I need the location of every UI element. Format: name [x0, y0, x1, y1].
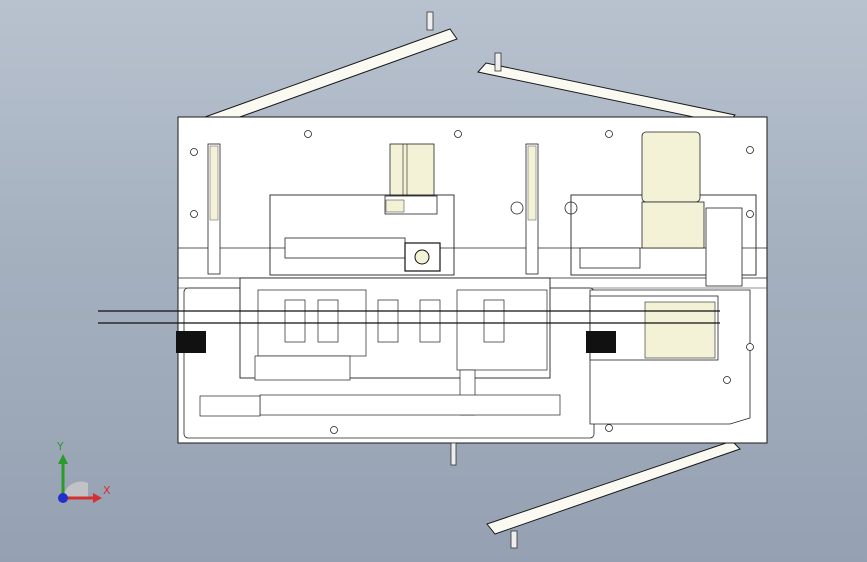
y-axis-label: Y: [57, 440, 64, 453]
left-housing[interactable]: [269, 194, 455, 276]
left-post[interactable]: [207, 143, 221, 275]
rail-bottom-right[interactable]: [486, 440, 741, 549]
coordinate-triad: X Y: [48, 440, 118, 510]
right-housing[interactable]: [570, 131, 757, 287]
x-axis-label: X: [103, 484, 111, 497]
rail-top-right[interactable]: [477, 52, 736, 125]
center-motor[interactable]: [384, 143, 438, 215]
rail-top-left[interactable]: [204, 11, 458, 128]
axis-arrows-icon: [58, 454, 102, 503]
sensor-blocks[interactable]: [176, 331, 616, 353]
right-post[interactable]: [525, 143, 539, 275]
bottom-peg: [450, 442, 457, 466]
guide-shafts: [98, 310, 720, 324]
screw-holes: [190, 130, 754, 434]
